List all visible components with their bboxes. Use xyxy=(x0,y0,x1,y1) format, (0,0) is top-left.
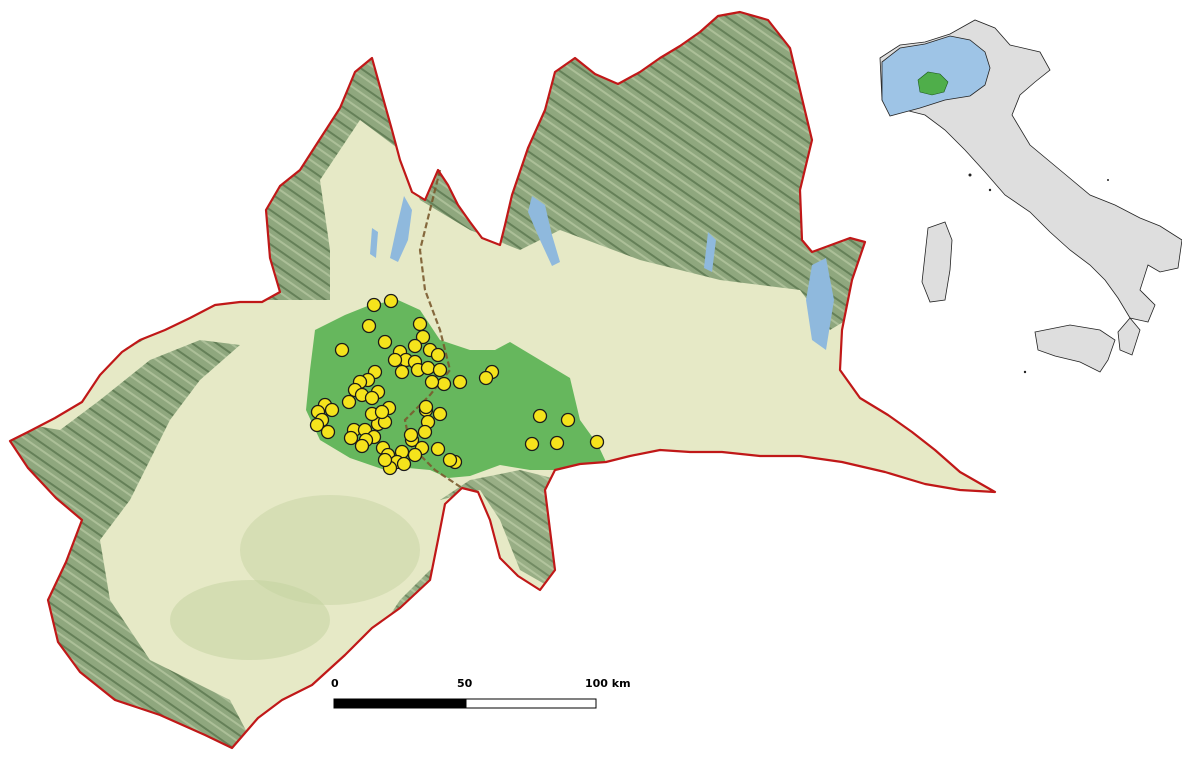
lake-iseo xyxy=(704,232,716,272)
inset-island-dot xyxy=(1023,370,1027,374)
sample-point xyxy=(364,390,380,406)
scale-label-0: 0 xyxy=(331,677,339,690)
hills-monferrato xyxy=(240,495,420,605)
inset-island-dot xyxy=(1107,179,1109,181)
sample-point xyxy=(387,352,403,368)
sample-point xyxy=(407,447,423,463)
sample-point xyxy=(377,334,393,350)
scale-label-50: 50 xyxy=(457,677,473,690)
inset-island-dot xyxy=(988,188,992,192)
sample-point xyxy=(366,297,382,313)
lake-garda xyxy=(806,258,834,350)
sample-point xyxy=(589,434,605,450)
sample-point xyxy=(442,452,458,468)
sample-point xyxy=(418,399,434,415)
inset-sardinia xyxy=(921,221,953,303)
sample-point xyxy=(424,374,440,390)
scale-bar-black-segment xyxy=(334,699,466,708)
sample-point xyxy=(412,316,428,332)
sample-point xyxy=(432,406,448,422)
sample-point xyxy=(334,342,350,358)
sample-point xyxy=(383,293,399,309)
scale-bar: 0 50 100 km xyxy=(331,677,631,709)
lake-maggiore xyxy=(390,196,412,262)
sample-point xyxy=(415,329,431,345)
inset-calabria xyxy=(1117,317,1141,356)
sample-point xyxy=(452,374,468,390)
sample-point xyxy=(549,435,565,451)
sample-point xyxy=(430,347,446,363)
hills-langhe xyxy=(170,580,330,660)
sample-point xyxy=(478,370,494,386)
scale-bar-white-segment xyxy=(465,698,597,709)
lake-orta xyxy=(370,228,378,258)
sample-point xyxy=(396,456,412,472)
sample-point xyxy=(341,394,357,410)
sample-points xyxy=(309,293,605,476)
lake-como xyxy=(528,196,560,266)
sample-point xyxy=(324,402,340,418)
sample-point xyxy=(320,424,336,440)
sample-point xyxy=(403,427,419,443)
sample-point xyxy=(354,438,370,454)
sample-point xyxy=(560,412,576,428)
sample-point xyxy=(436,376,452,392)
sample-point xyxy=(361,318,377,334)
inset-italy-map xyxy=(879,19,1182,374)
sample-point xyxy=(309,417,325,433)
sample-point xyxy=(532,408,548,424)
sample-point xyxy=(394,364,410,380)
scale-label-100-km: 100 km xyxy=(585,677,631,690)
scale-bar-frame xyxy=(333,698,597,709)
sample-point xyxy=(374,404,390,420)
sample-point xyxy=(430,441,446,457)
inset-study-area xyxy=(917,71,949,96)
sample-point xyxy=(343,430,359,446)
sample-point xyxy=(524,436,540,452)
sample-point xyxy=(417,424,433,440)
sample-point xyxy=(432,362,448,378)
sample-point xyxy=(407,338,423,354)
inset-sicily xyxy=(1034,324,1116,373)
lakes xyxy=(370,196,834,350)
sample-point xyxy=(377,452,393,468)
region-border xyxy=(8,10,997,750)
sample-point xyxy=(420,360,436,376)
inset-island-dot xyxy=(968,173,972,177)
